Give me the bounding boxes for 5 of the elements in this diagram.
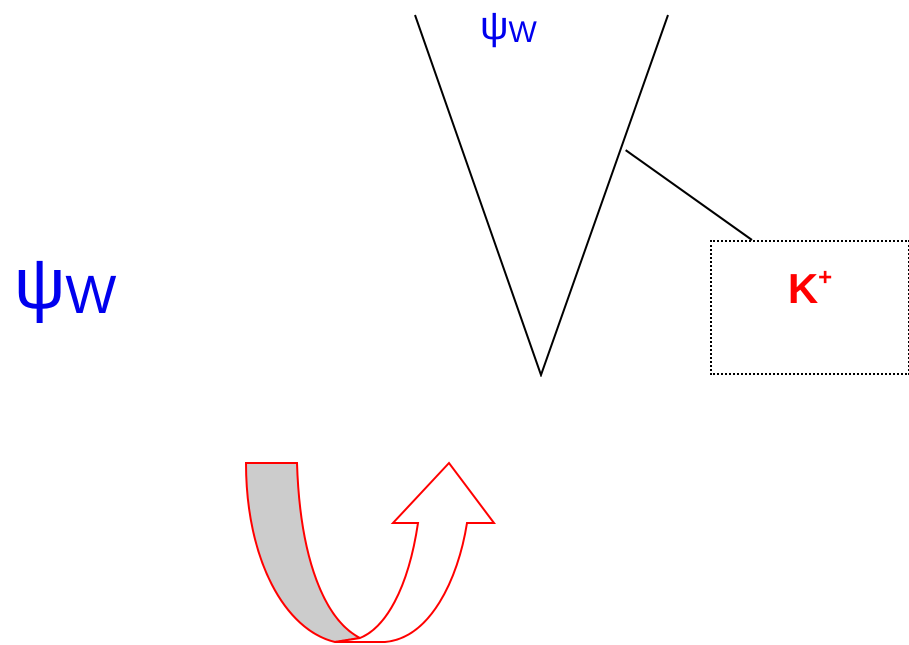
ion-label: K$^{+}$ bbox=[788, 268, 832, 310]
leader-line bbox=[625, 149, 753, 241]
psi-symbol-label: ψ$_{W}$ bbox=[480, 6, 537, 46]
v-shape-drawing bbox=[414, 14, 669, 377]
dotted-box bbox=[710, 240, 909, 375]
